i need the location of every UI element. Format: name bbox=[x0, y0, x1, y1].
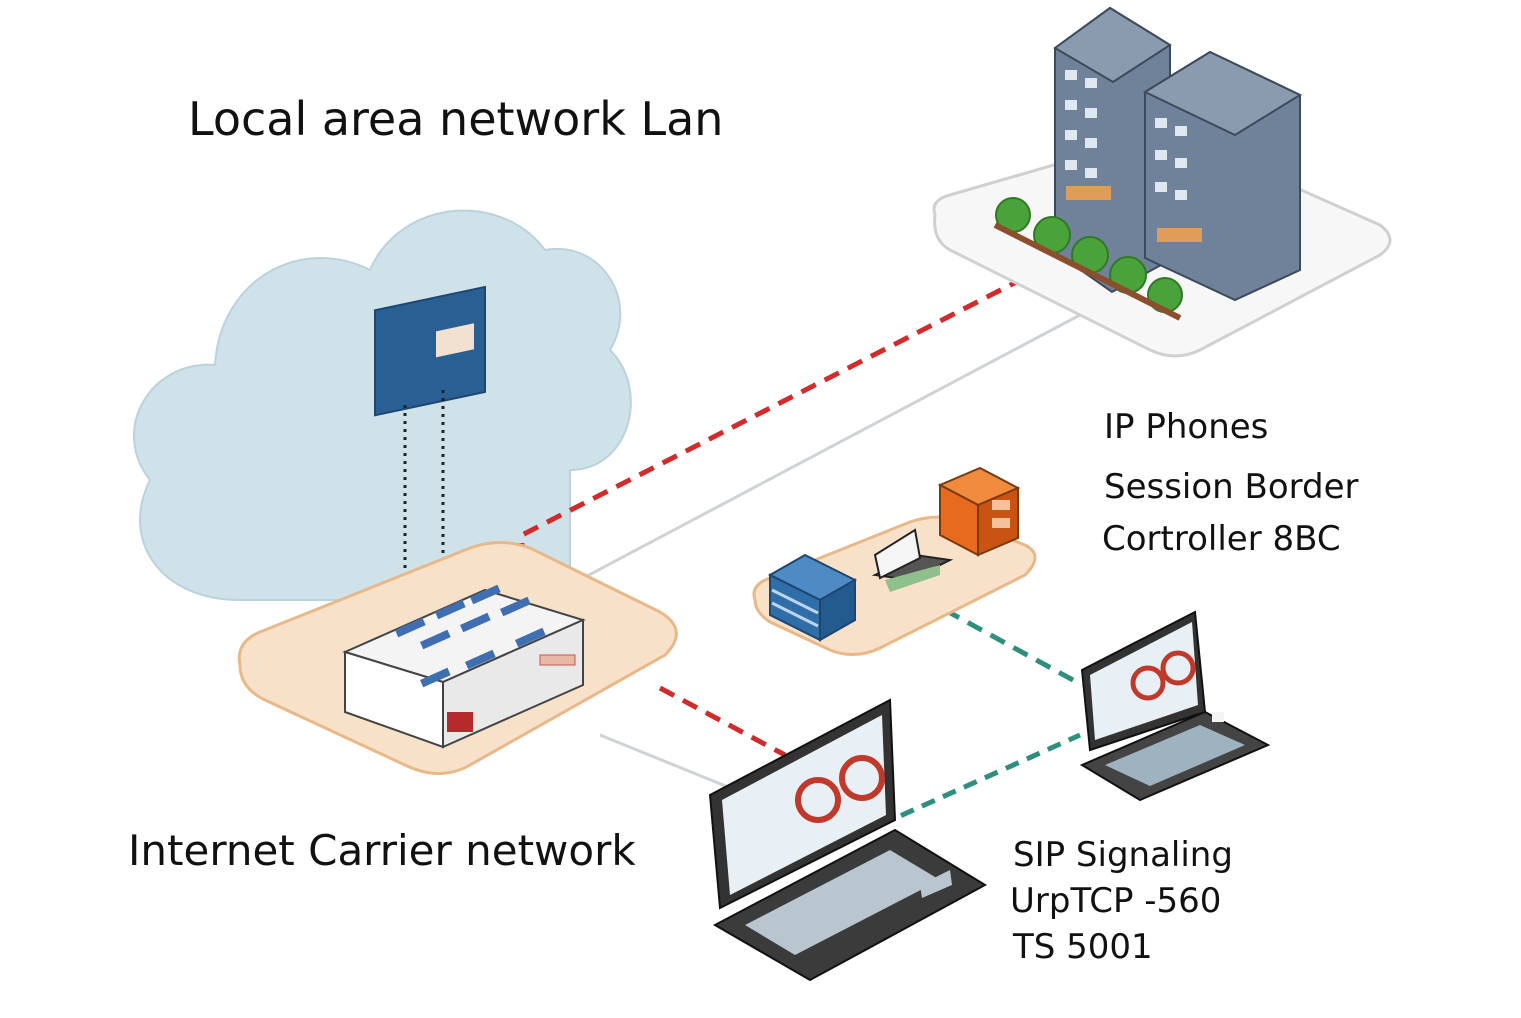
sbc-label-line1: Session Border bbox=[1104, 467, 1359, 507]
office-buildings bbox=[1053, 6, 1303, 302]
sip-label-line3: TS 5001 bbox=[1013, 927, 1153, 967]
internet-label: Internet Carrier network bbox=[128, 826, 636, 875]
laptop-front bbox=[708, 698, 988, 982]
lan-panel-device bbox=[374, 285, 486, 417]
ip-phones-label: IP Phones bbox=[1104, 407, 1269, 447]
sbc-laptop bbox=[871, 528, 954, 592]
sbc-appliance bbox=[937, 466, 1021, 557]
link-teal-sbc-laptop2 bbox=[943, 607, 1084, 688]
router-device bbox=[342, 584, 586, 749]
link-gray-router-building bbox=[569, 313, 1081, 587]
lan-title: Local area network Lan bbox=[188, 92, 724, 146]
server-stack bbox=[767, 553, 858, 642]
sbc-label-line2: Cortroller 8BC bbox=[1102, 519, 1341, 559]
link-teal-laptop-laptop2 bbox=[878, 732, 1082, 828]
link-red-router-building bbox=[519, 272, 1032, 585]
sip-label-line1: SIP Signaling bbox=[1013, 835, 1233, 875]
link-red-router-laptop bbox=[658, 685, 787, 758]
trees bbox=[995, 197, 1183, 313]
tree-planter bbox=[993, 222, 1182, 321]
laptop-right bbox=[1079, 610, 1271, 802]
sip-label-line2: UrpTCP -560 bbox=[1010, 881, 1222, 921]
